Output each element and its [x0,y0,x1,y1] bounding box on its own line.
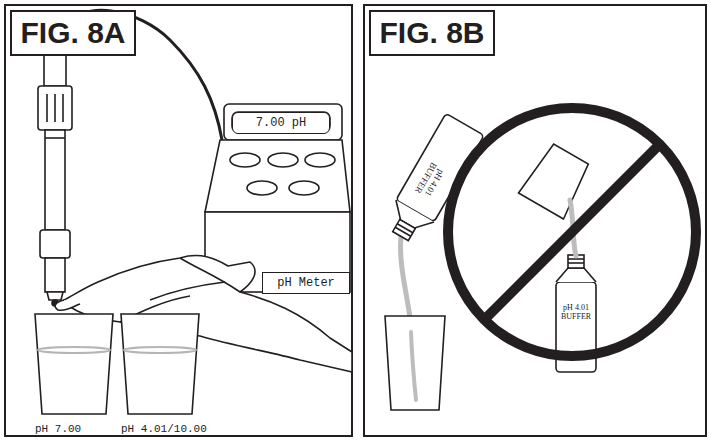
buffer-bottle [381,113,484,247]
figure-title: FIG. 8B [369,10,495,56]
prohibition-sign [448,108,696,356]
ph-meter [205,104,350,292]
figure-title: FIG. 8A [10,10,136,56]
figure-title-text: FIG. 8B [379,16,484,50]
beaker-label: pH 7.00 [35,423,105,436]
meter-nameplate-text: pH Meter [277,276,335,290]
meter-display: 7.00 pH [232,112,330,134]
meter-display-text: 7.00 pH [256,116,306,130]
cup [385,316,445,410]
ph-electrode [38,30,72,306]
beaker-label: pH 4.01/10.00 [121,423,221,436]
bottle-label: pH 4.01 BUFFER [557,303,595,321]
panel-frame [364,5,706,436]
liquid-level [38,347,196,353]
pour-stream [411,332,416,400]
cup [518,141,593,219]
panel-frame [5,5,352,436]
beaker [35,314,199,414]
meter-nameplate: pH Meter [262,272,350,294]
figure-title-text: FIG. 8A [20,16,125,50]
